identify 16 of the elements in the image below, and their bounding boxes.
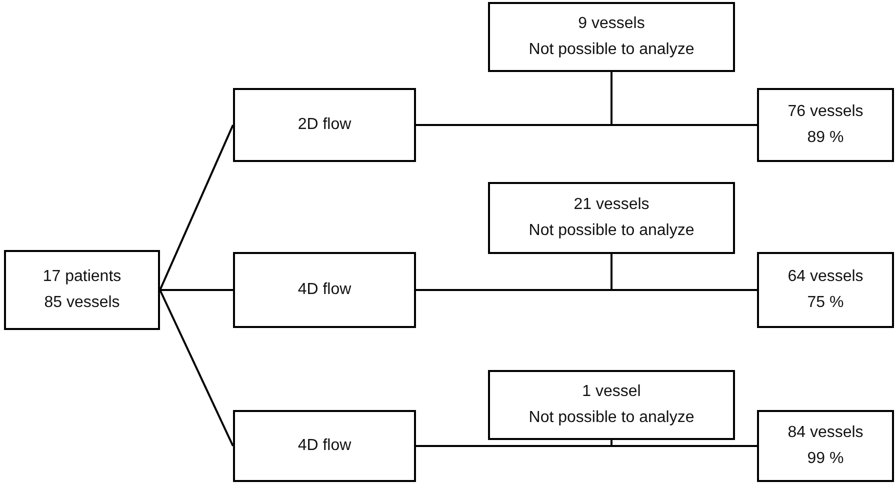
result-box: 84 vessels 99 % (757, 410, 894, 482)
method-box: 2D flow (233, 88, 416, 162)
connector-line (159, 124, 234, 290)
method-box: 4D flow (233, 410, 416, 482)
connector-line (416, 445, 757, 447)
connector-line (416, 289, 757, 291)
exclusion-box: 9 vessels Not possible to analyze (488, 2, 735, 72)
method-box: 4D flow (233, 252, 416, 328)
result-box: 76 vessels 89 % (757, 88, 894, 162)
exclusion-box: 21 vessels Not possible to analyze (488, 182, 735, 254)
cohort-box: 17 patients 85 vessels (4, 250, 160, 330)
connector-line (416, 124, 757, 126)
exclusion-box: 1 vessel Not possible to analyze (488, 370, 735, 440)
connector-line (159, 290, 234, 446)
connector-line (160, 289, 233, 291)
result-box: 64 vessels 75 % (757, 252, 894, 328)
